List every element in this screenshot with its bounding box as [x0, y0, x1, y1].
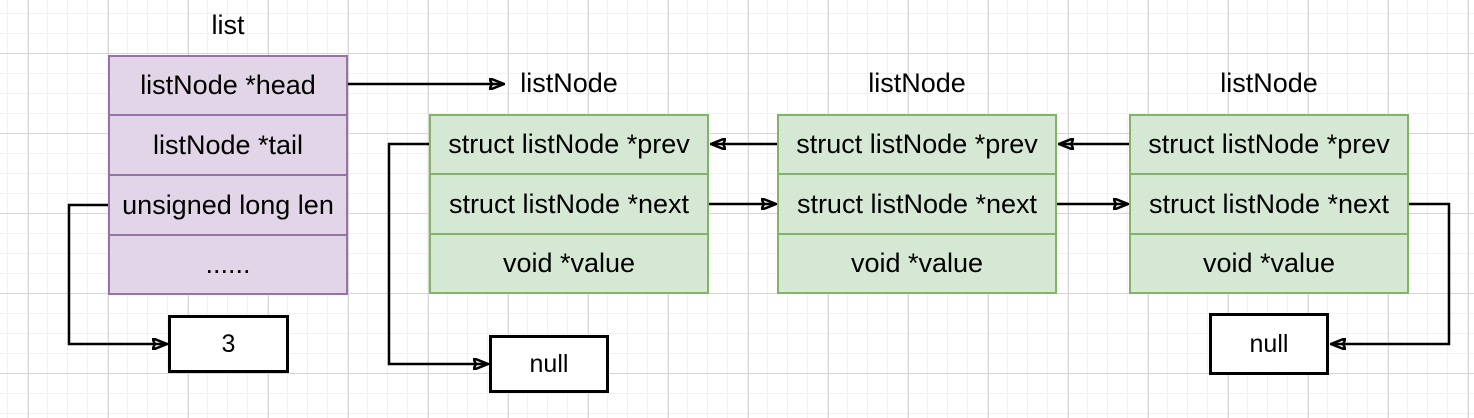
field-listnode-head: listNode *head [108, 55, 348, 115]
null-box-head-prev: null [489, 335, 609, 393]
field-value: void *value [777, 234, 1057, 294]
field-listnode-tail: listNode *tail [108, 115, 348, 175]
field-prev: struct listNode *prev [429, 114, 709, 174]
len-value-box: 3 [168, 315, 289, 373]
field-prev: struct listNode *prev [1129, 114, 1409, 174]
listnode3-title: listNode [1220, 67, 1318, 98]
field-next: struct listNode *next [1129, 174, 1409, 234]
list-struct-title: list [211, 9, 245, 40]
listnode-box-3: struct listNode *prev struct listNode *n… [1129, 114, 1409, 294]
field-unsigned-long-len: unsigned long len [108, 175, 348, 235]
null-box-tail-next: null [1209, 313, 1329, 375]
field-ellipsis: ...... [108, 235, 348, 295]
field-next: struct listNode *next [777, 174, 1057, 234]
listnode-box-1: struct listNode *prev struct listNode *n… [429, 114, 709, 294]
field-next: struct listNode *next [429, 174, 709, 234]
listnode2-title: listNode [868, 67, 966, 98]
field-value: void *value [1129, 234, 1409, 294]
listnode1-title: listNode [520, 67, 618, 98]
field-prev: struct listNode *prev [777, 114, 1057, 174]
field-value: void *value [429, 234, 709, 294]
list-struct-box: listNode *head listNode *tail unsigned l… [108, 55, 348, 295]
listnode-box-2: struct listNode *prev struct listNode *n… [777, 114, 1057, 294]
